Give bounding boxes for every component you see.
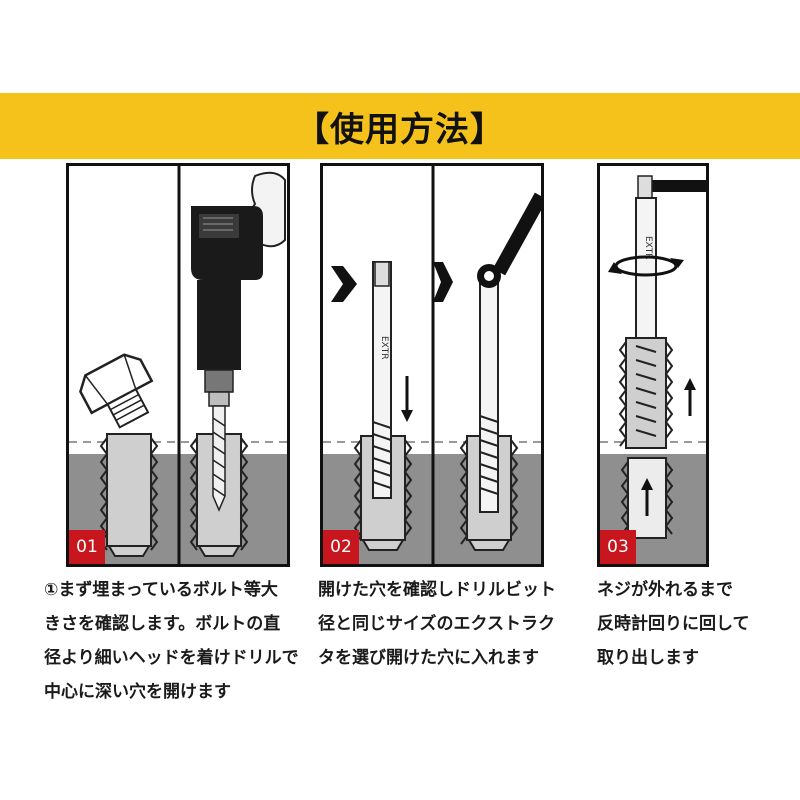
step-number-badge: 01 — [69, 530, 105, 564]
header-banner: 【使用方法】 — [0, 93, 800, 159]
arrow-down-icon — [401, 376, 413, 422]
caption-line: 中心に深い穴を開けます — [44, 682, 231, 702]
push-arrow-icon — [331, 266, 357, 302]
extractor-icon — [479, 281, 499, 513]
step-number-badge: 03 — [600, 530, 636, 564]
rotate-arrow-icon — [608, 255, 684, 277]
bolt-head-icon — [79, 353, 154, 429]
caption-line: 反時計回りに回して — [597, 614, 750, 634]
threaded-hole-icon — [99, 433, 159, 557]
tap-wrench-icon — [637, 175, 706, 199]
arrow-up-icon — [684, 378, 696, 416]
caption-line: 径より細いヘッドを着けドリルで — [44, 648, 299, 668]
arrow-up-icon — [641, 478, 653, 516]
step-02-caption: 開けた穴を確認しドリルビット 径と同じサイズのエクストラク タを選び開けた穴に入… — [318, 573, 556, 675]
caption-line: ①まず埋まっているボルト等大 — [44, 580, 278, 600]
caption-line: ネジが外れるまで — [597, 580, 733, 600]
push-arrow-icon — [433, 262, 453, 302]
step-02-panel: EXTR 02 — [320, 163, 544, 567]
step-03-panel: EXTR 03 — [597, 163, 709, 567]
step-03-caption: ネジが外れるまで 反時計回りに回して 取り出します — [597, 573, 750, 675]
extractor-icon: EXTR — [635, 197, 657, 339]
drill-bit-icon — [212, 405, 226, 512]
caption-line: きさを確認します。ボルトの直 — [44, 614, 281, 634]
caption-line: 開けた穴を確認しドリルビット — [318, 580, 556, 600]
extractor-icon: EXTR — [372, 261, 392, 499]
caption-line: タを選び開けた穴に入れます — [318, 648, 539, 668]
step-01-caption: ①まず埋まっているボルト等大 きさを確認します。ボルトの直 径より細いヘッドを着… — [44, 573, 299, 709]
svg-text:EXTR: EXTR — [643, 236, 653, 259]
step-number-badge: 02 — [323, 530, 359, 564]
step-01-illustration — [69, 166, 287, 564]
caption-line: 径と同じサイズのエクストラク — [318, 614, 555, 634]
caption-line: 取り出します — [597, 648, 699, 668]
svg-text:EXTR: EXTR — [379, 336, 389, 359]
threaded-bolt-icon — [618, 337, 674, 449]
step-02-illustration: EXTR — [323, 166, 541, 564]
power-drill-icon — [191, 171, 286, 407]
page-title: 【使用方法】 — [295, 109, 505, 150]
tap-wrench-icon — [477, 192, 541, 288]
step-03-illustration: EXTR — [600, 175, 706, 564]
step-01-panel: 01 — [66, 163, 290, 567]
